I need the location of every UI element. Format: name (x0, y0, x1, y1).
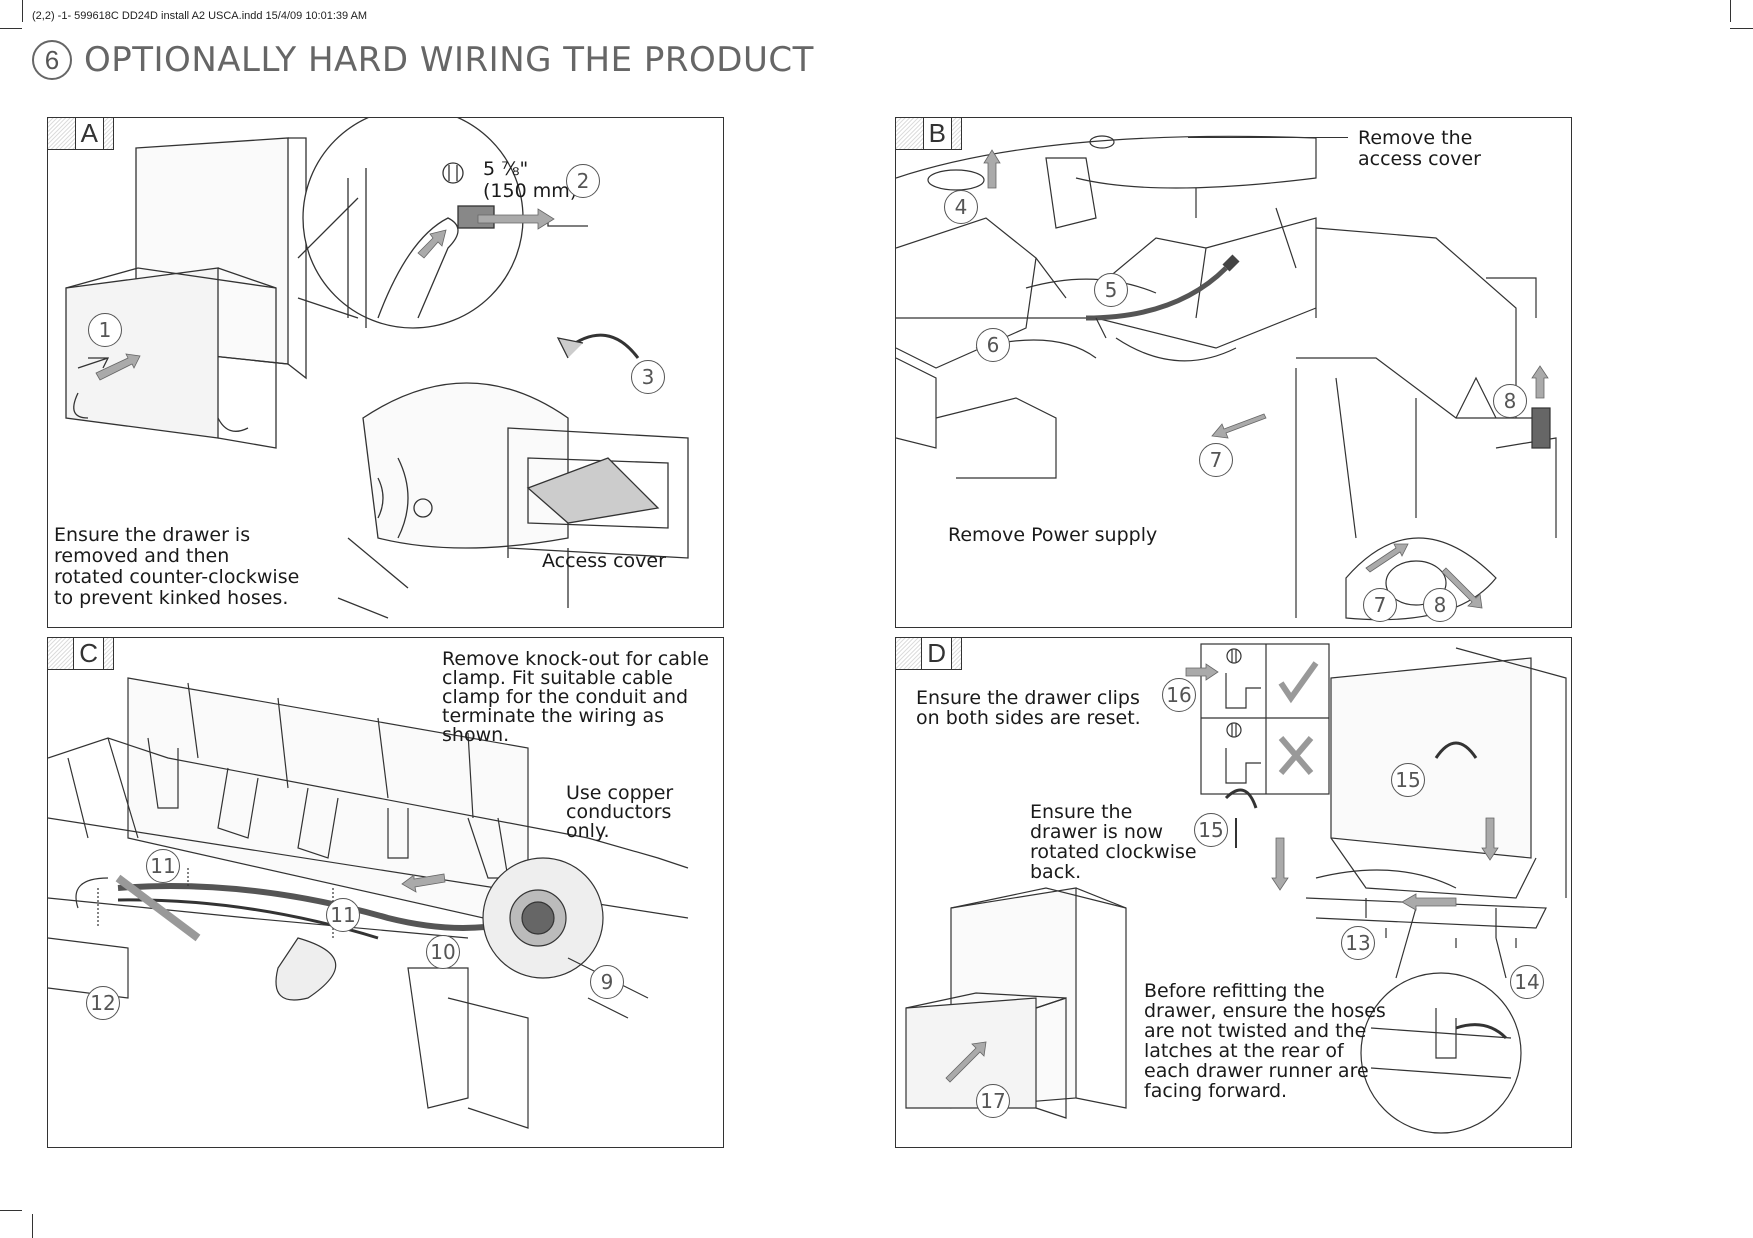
step-badge: 12 (86, 986, 120, 1020)
step-badge: 1 (88, 313, 122, 347)
step-badge: 7 (1363, 588, 1397, 622)
panel-b: B (895, 117, 1572, 628)
step-badge: 11 (326, 898, 360, 932)
panel-c-instruction: Remove knock-out for cable clamp. Fit su… (442, 648, 709, 746)
crop-mark (0, 28, 22, 29)
remove-access-cover-label: Remove the access cover (1358, 127, 1481, 170)
step-badge: 7 (1199, 443, 1233, 477)
step-badge: 3 (631, 360, 665, 394)
step-badge: 14 (1510, 965, 1544, 999)
step-badge: 4 (944, 190, 978, 224)
crop-mark (32, 1214, 33, 1238)
file-slug: (2,2) -1- 599618C DD24D install A2 USCA.… (32, 10, 368, 22)
panel-letter: D (896, 638, 962, 670)
power-supply-illustration (896, 135, 1557, 621)
step-badge: 2 (566, 164, 600, 198)
step-badge: 8 (1493, 384, 1527, 418)
panel-letter: C (48, 638, 114, 670)
step-badge: 6 (976, 328, 1010, 362)
step-badge: 11 (146, 849, 180, 883)
crop-mark (0, 1210, 22, 1211)
section-title: 6 OPTIONALLY HARD WIRING THE PRODUCT (32, 40, 814, 80)
crop-mark (22, 0, 23, 22)
panel-a-instruction: Ensure the drawer is removed and then ro… (54, 524, 300, 609)
step-badge: 5 (1094, 273, 1128, 307)
step-badge: 17 (976, 1084, 1010, 1118)
panel-letter: A (48, 118, 114, 150)
refit-note: Before refitting the drawer, ensure the … (1144, 980, 1386, 1102)
rotated-note: Ensure the drawer is now rotated clockwi… (1030, 801, 1197, 883)
section-heading: OPTIONALLY HARD WIRING THE PRODUCT (84, 40, 814, 80)
section-number: 6 (32, 40, 72, 80)
step-badge: 15 (1391, 763, 1425, 797)
dimension-inches: 5 ⅞" (483, 158, 529, 180)
access-cover-label: Access cover (542, 550, 666, 572)
callout-leader (1188, 137, 1348, 138)
crop-mark (1730, 0, 1731, 22)
dimension-label: 5 ⅞" (150 mm) (483, 158, 577, 202)
step-badge: 10 (426, 935, 460, 969)
panel-a: A (47, 117, 724, 628)
clips-note: Ensure the drawer clips on both sides ar… (916, 687, 1141, 729)
crop-mark (1730, 28, 1753, 29)
step-badge: 13 (1341, 926, 1375, 960)
panel-c: C (47, 637, 724, 1148)
step-badge: 15 (1194, 813, 1228, 847)
panel-letter: B (896, 118, 962, 150)
cable-clamp-illustration (48, 677, 689, 1129)
panel-d: D (895, 637, 1572, 1148)
drawer-removal-illustration (65, 118, 689, 619)
copper-note: Use copper conductors only. (566, 782, 674, 842)
step-badge: 8 (1423, 588, 1457, 622)
step-badge: 9 (590, 965, 624, 999)
step-badge: 16 (1162, 678, 1196, 712)
drawer-refit-illustration (905, 643, 1567, 1134)
dimension-mm: (150 mm) (483, 180, 578, 202)
remove-power-label: Remove Power supply (948, 524, 1158, 546)
